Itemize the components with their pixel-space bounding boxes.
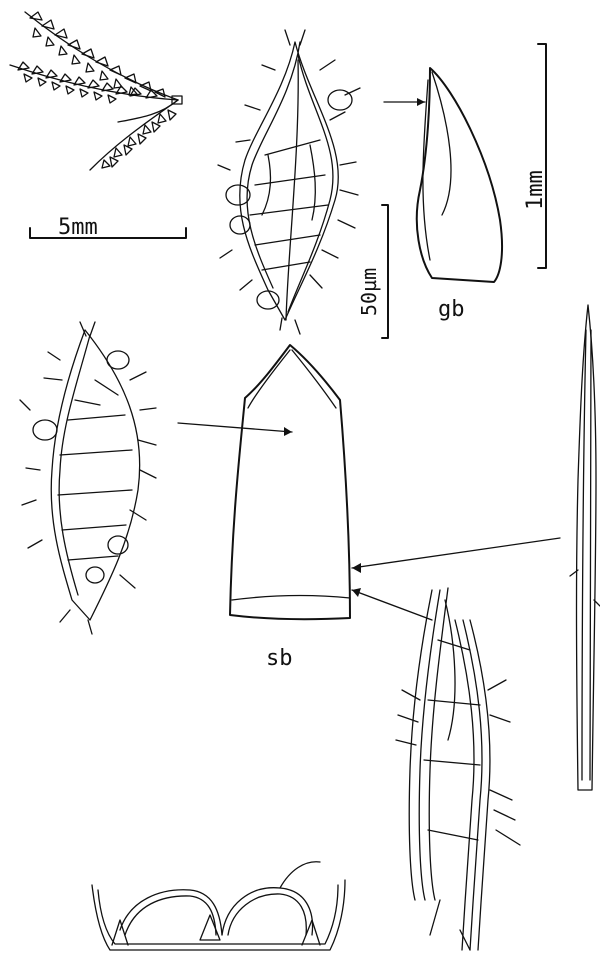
scale-bar-50um: 50µm: [357, 205, 388, 338]
scale-label-1mm: 1mm: [523, 170, 548, 210]
moss-shoot-sketch: [10, 12, 182, 170]
leaf-sb-outline: [230, 345, 350, 619]
scale-label-5mm: 5mm: [58, 215, 98, 240]
leaf-cross-section: [92, 862, 345, 950]
leaf-gb-outline: [417, 68, 502, 282]
cell-network-middle: [20, 322, 156, 634]
cell-elongated-right: [570, 305, 600, 790]
scale-bar-5mm: 5mm: [30, 215, 186, 240]
arrow-long-cell-to-sb: [352, 538, 560, 573]
leaf-label-sb: sb: [266, 646, 293, 671]
arrow-cells-to-sb: [178, 423, 292, 436]
cell-network-lower: [396, 588, 520, 950]
scale-label-50um: 50µm: [357, 268, 381, 316]
arrow-cells-to-gb: [384, 98, 425, 106]
arrow-lower-cells-to-sb: [352, 588, 432, 620]
leaf-label-gb: gb: [438, 297, 465, 322]
cell-network-upper: [218, 30, 360, 334]
scale-bar-1mm: 1mm: [523, 44, 548, 268]
